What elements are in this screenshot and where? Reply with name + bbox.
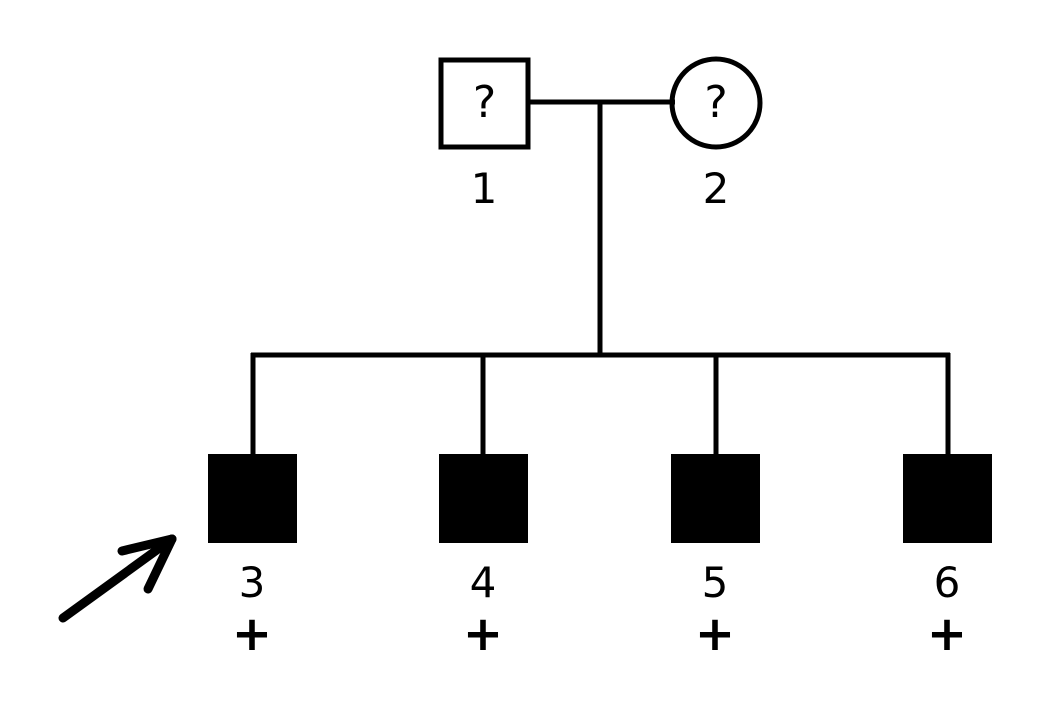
individual-4-status-mark: +: [462, 606, 504, 662]
individual-2-id-label: 2: [702, 164, 730, 213]
individual-5-status-mark: +: [694, 606, 736, 662]
generation-1-group: [438, 56, 763, 150]
proband-arrow-icon: [58, 534, 177, 623]
individual-6-square[interactable]: [903, 454, 992, 543]
individual-1-square[interactable]: [438, 57, 531, 150]
generation-2-group: [208, 353, 992, 543]
individual-3-status-mark: +: [231, 606, 273, 662]
proband-arrow-shaft: [58, 534, 177, 623]
individual-6-id-label: 6: [933, 558, 961, 607]
individual-3-id-label: 3: [238, 558, 266, 607]
individual-1-status-glyph: ?: [472, 77, 497, 128]
individual-6-status-mark: +: [926, 606, 968, 662]
individual-5-square[interactable]: [671, 454, 760, 543]
individual-4-id-label: 4: [469, 558, 497, 607]
individual-2-status-glyph: ?: [704, 77, 728, 128]
individual-1-id-label: 1: [470, 164, 498, 213]
individual-4-square[interactable]: [439, 454, 528, 543]
individual-5-id-label: 5: [701, 558, 729, 607]
proband-arrow-barb-lower: [143, 534, 177, 594]
proband-arrow-barb-upper: [117, 534, 177, 556]
individual-3-square[interactable]: [208, 454, 297, 543]
